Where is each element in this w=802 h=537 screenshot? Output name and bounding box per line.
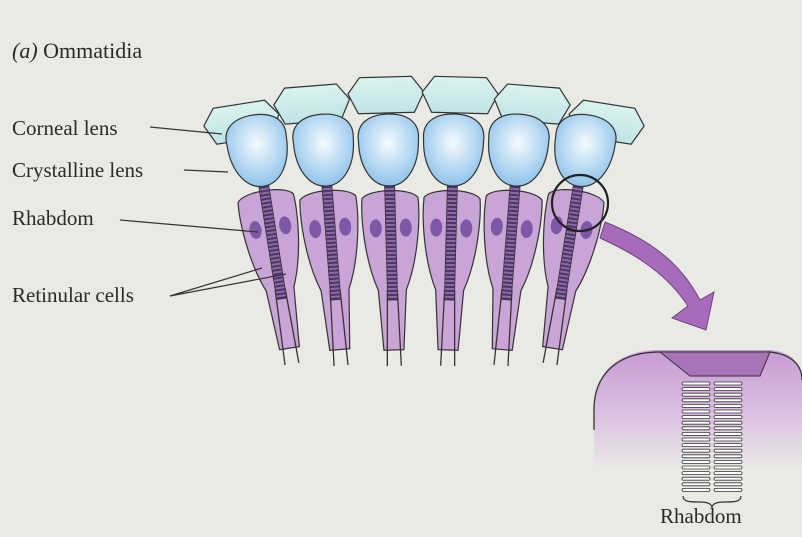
corneal-lens-segment: [347, 76, 424, 114]
microvillus-right: [714, 488, 742, 491]
ommatidium: [358, 113, 425, 366]
microvillus-right: [714, 399, 742, 402]
microvillus-left: [682, 455, 710, 458]
microvillus-left: [682, 488, 710, 491]
microvillus-left: [682, 483, 710, 486]
microvillus-right: [714, 477, 742, 480]
microvillus-left: [682, 427, 710, 430]
microvillus-right: [714, 438, 742, 441]
leader-line: [184, 170, 228, 172]
microvillus-right: [714, 483, 742, 486]
microvillus-left: [682, 472, 710, 475]
leader-line: [170, 268, 262, 296]
microvillus-right: [714, 472, 742, 475]
microvillus-left: [682, 388, 710, 391]
microvillus-right: [714, 388, 742, 391]
microvillus-right: [714, 466, 742, 469]
microvillus-left: [682, 466, 710, 469]
microvillus-right: [714, 393, 742, 396]
corneal-lens-segment: [422, 76, 499, 114]
microvillus-left: [682, 477, 710, 480]
corneal-lens-facet: [347, 76, 424, 114]
microvillus-right: [714, 410, 742, 413]
microvillus-left: [682, 404, 710, 407]
ommatidium: [417, 113, 484, 366]
microvillus-right: [714, 416, 742, 419]
microvillus-left: [682, 460, 710, 463]
microvillus-left: [682, 449, 710, 452]
microvillus-left: [682, 421, 710, 424]
leader-line: [120, 220, 258, 232]
microvillus-right: [714, 449, 742, 452]
microvillus-right: [714, 455, 742, 458]
microvillus-right: [714, 404, 742, 407]
microvillus-left: [682, 416, 710, 419]
microvillus-left: [682, 382, 710, 385]
microvillus-right: [714, 444, 742, 447]
corneal-lens-facet: [422, 76, 499, 114]
microvillus-right: [714, 432, 742, 435]
rhabdom-brace: [683, 496, 741, 508]
microvillus-right: [714, 460, 742, 463]
microvillus-left: [682, 432, 710, 435]
crystalline-lens: [422, 113, 484, 187]
microvillus-left: [682, 393, 710, 396]
microvillus-right: [714, 427, 742, 430]
crystalline-lens: [223, 110, 294, 191]
crystalline-lens: [291, 112, 357, 189]
crystalline-lens: [485, 112, 551, 189]
microvillus-left: [682, 438, 710, 441]
microvillus-left: [682, 410, 710, 413]
microvillus-right: [714, 382, 742, 385]
microvillus-left: [682, 444, 710, 447]
microvillus-left: [682, 399, 710, 402]
zoom-arrow: [600, 222, 714, 330]
crystalline-lens: [358, 113, 420, 187]
microvillus-right: [714, 421, 742, 424]
